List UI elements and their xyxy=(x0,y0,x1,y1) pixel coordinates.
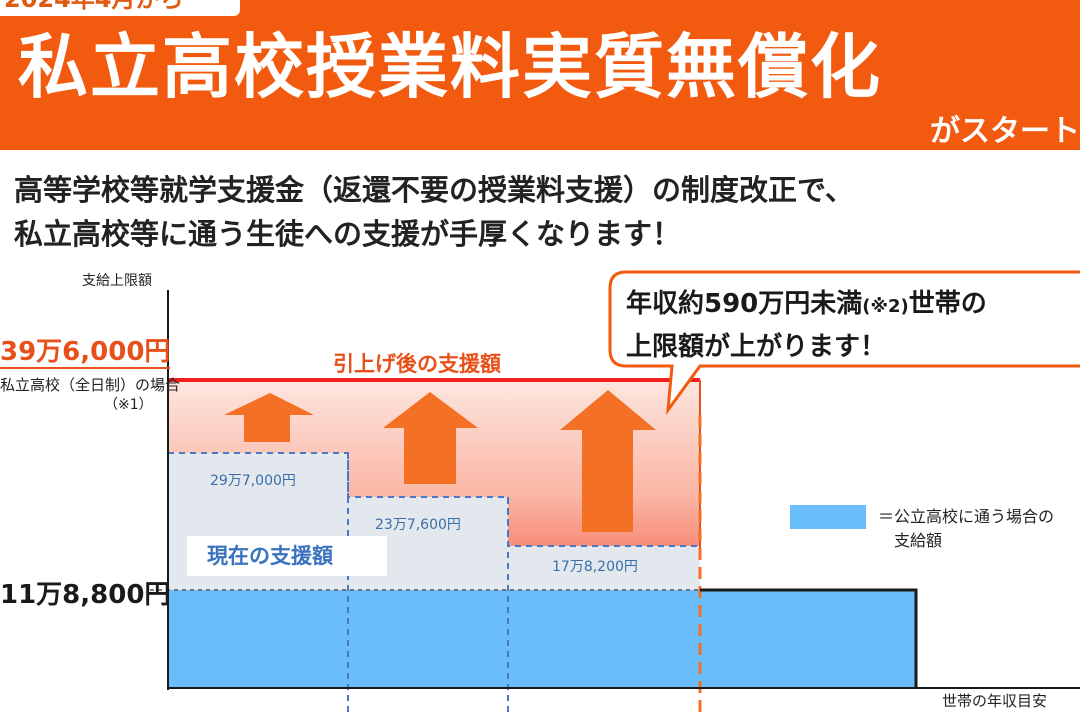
title-subtitle: がスタート xyxy=(930,114,1080,149)
callout-line-2: 上限額が上がります！ xyxy=(626,332,887,362)
title-banner: 2024年4月から 私立高校授業料実質無償化 がスタート xyxy=(0,0,1080,150)
callout-bubble xyxy=(608,270,1080,416)
lead-line-2: 私立高校等に通う生徒への支援が手厚くなります！ xyxy=(14,217,682,251)
legend-public-text: ＝公立高校に通う場合の 支給額 xyxy=(878,505,1054,553)
callout-text: 年収約590万円未満(※2)世帯の 上限額が上がります！ xyxy=(626,284,987,367)
max-amount-label: 39万6,000円 xyxy=(0,337,171,369)
current-level-2-label: 23万7,600円 xyxy=(375,517,461,533)
max-amount-footnote: （※1） xyxy=(104,397,153,413)
current-level-3-label: 17万8,200円 xyxy=(552,559,638,575)
start-date-tag: 2024年4月から xyxy=(0,0,240,16)
up-arrow-2 xyxy=(383,392,478,484)
max-amount-note: 私立高校（全日制）の場合 xyxy=(0,376,181,394)
raised-support-label: 引上げ後の支援額 xyxy=(333,352,501,376)
public-school-area xyxy=(168,590,916,687)
up-arrow-3 xyxy=(560,390,656,532)
x-axis-title: 世帯の年収目安 xyxy=(942,692,1048,710)
legend-line-2: 支給額 xyxy=(894,531,943,550)
legend-line-1: ＝公立高校に通う場合の xyxy=(878,507,1055,526)
callout-line-1: 年収約590万円未満 xyxy=(626,289,863,319)
callout-footnote: (※2) xyxy=(862,296,909,317)
lead-text: 高等学校等就学支援金（返還不要の授業料支援）の制度改正で、 私立高校等に通う生徒… xyxy=(14,168,1074,256)
lead-line-1: 高等学校等就学支援金（返還不要の授業料支援）の制度改正で、 xyxy=(14,173,854,207)
current-level-1-label: 29万7,000円 xyxy=(210,473,296,489)
up-arrow-1 xyxy=(224,393,314,442)
current-support-label: 現在の支援額 xyxy=(187,536,387,576)
legend-public-swatch xyxy=(790,505,866,529)
main-title: 私立高校授業料実質無償化 xyxy=(18,26,882,108)
current-step-outline xyxy=(168,452,700,547)
base-solid-step xyxy=(700,588,918,687)
y-axis-title: 支給上限額 xyxy=(82,273,152,289)
callout-line-1-end: 世帯の xyxy=(908,289,987,319)
base-amount-label: 11万8,800円 xyxy=(0,580,171,610)
current-step-3 xyxy=(508,546,700,590)
